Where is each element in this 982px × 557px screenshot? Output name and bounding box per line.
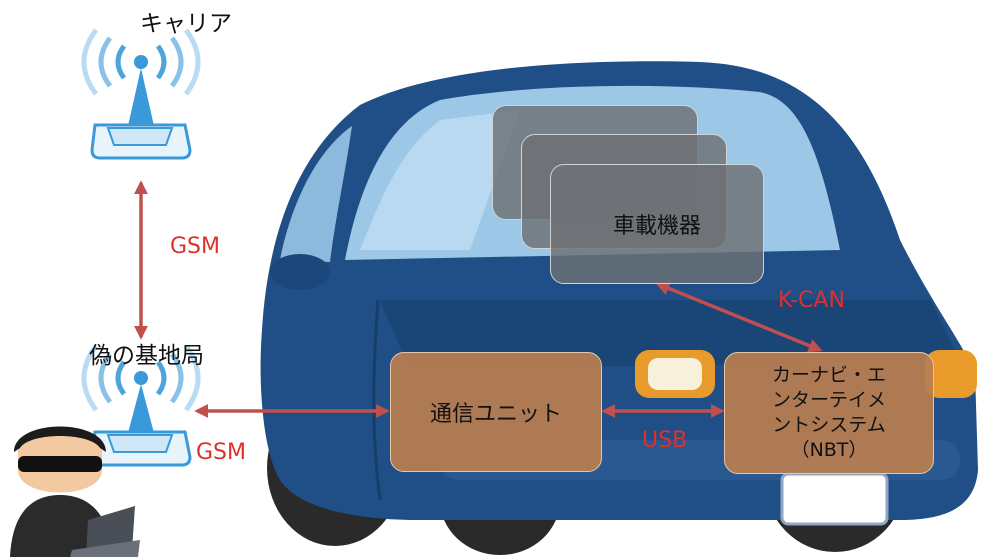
fake-base-station-label: 偽の基地局 [89, 343, 204, 369]
nbt-label-line3: ントシステム [772, 414, 886, 436]
k-can-label: K-CAN [778, 288, 845, 313]
usb-label: USB [642, 428, 688, 453]
carrier-label: キャリア [140, 11, 232, 37]
onboard-devices-box: 車載機器 [550, 164, 764, 284]
comm-unit-label: 通信ユニット [429, 402, 562, 427]
comm-unit-box: 通信ユニット [390, 352, 602, 472]
arrow-k-can [655, 281, 823, 353]
gsm-horizontal-label: GSM [196, 440, 246, 465]
nbt-label-line4: （NBT） [790, 439, 868, 461]
onboard-devices-label: 車載機器 [612, 214, 701, 239]
nbt-box: カーナビ・エ ンターテイメ ントシステム （NBT） [724, 352, 934, 474]
gsm-vertical-label: GSM [170, 234, 220, 259]
antenna-icon [81, 28, 201, 160]
nbt-label-line1: カーナビ・エ [771, 364, 886, 386]
hacker-icon [10, 426, 140, 557]
nbt-label-line2: ンターテイメ [771, 389, 886, 411]
antenna-icon [81, 344, 201, 467]
